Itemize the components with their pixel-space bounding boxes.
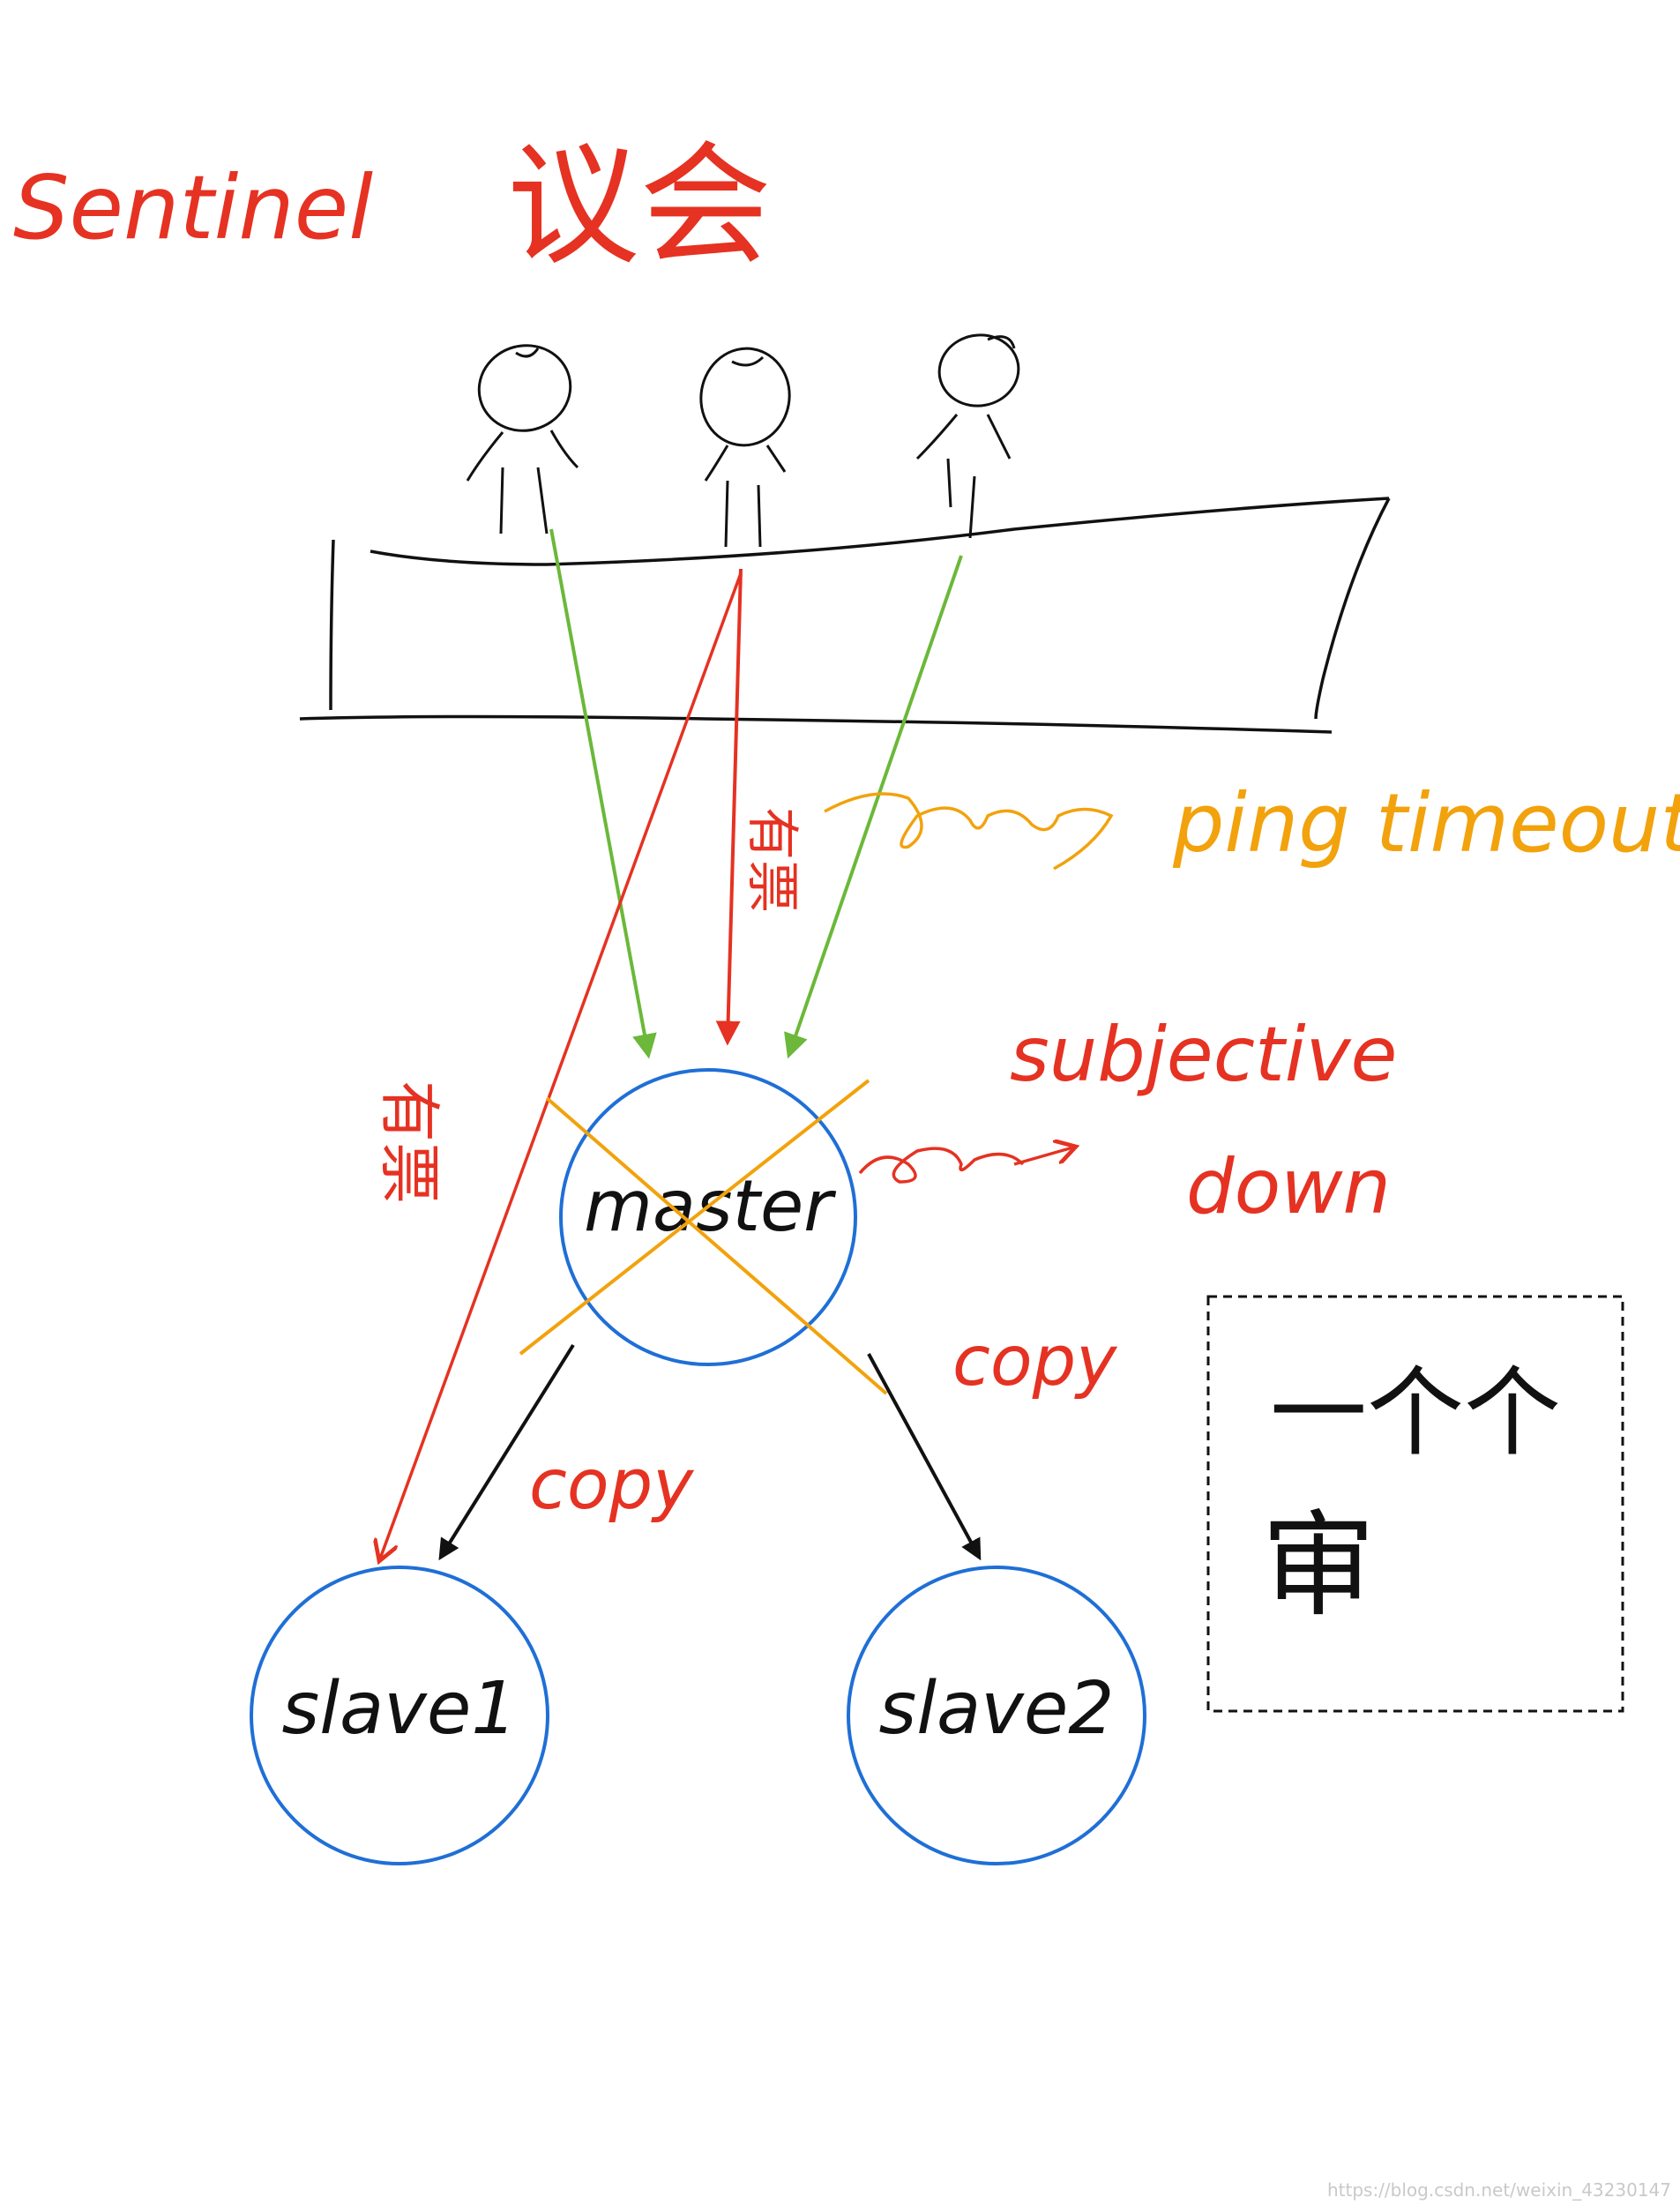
ping-timeout-squiggle [824,792,1114,871]
svg-text:有票: 有票 [373,1080,445,1204]
note-line-1: 一个个 [1270,1357,1561,1469]
master-cross-a [545,1096,888,1395]
vote-label-center: 有票 [741,807,803,913]
copy-label-right: copy [952,1322,1118,1401]
slave1-label: slave1 [282,1667,518,1751]
green-arrow-right [784,555,963,1059]
watermark: https://blog.csdn.net/weixin_43230147 [1327,2179,1671,2201]
note-line-2: 审 [1261,1499,1376,1633]
sentinel-figure-2 [699,347,791,548]
vote-label-left: 有票 [373,1080,445,1204]
council-title: 议会 [507,130,772,283]
red-arrow-to-slave1 [379,572,743,1561]
red-arrow-down [715,568,743,1046]
copy-label-left: copy [529,1446,695,1525]
copy-arrow-to-slave1 [438,1343,575,1561]
green-arrow-left [549,528,657,1059]
subjective-down-arrow [1013,1147,1076,1166]
note-box [1206,1295,1624,1713]
copy-arrow-to-slave2 [867,1353,982,1561]
slave1-node [250,1566,549,1865]
sentinel-figure-1 [466,344,579,534]
council-table [299,497,1391,734]
master-cross-b [519,1079,870,1356]
slave2-node [847,1566,1146,1865]
down-label: down [1186,1143,1391,1231]
sentinel-figure-3 [915,333,1020,539]
sentinel-title: Sentinel [13,156,373,259]
master-node [559,1068,857,1366]
slave2-label: slave2 [879,1667,1115,1751]
subjective-label: subjective [1010,1011,1397,1099]
ping-timeout-label: ping timeout [1172,776,1680,871]
svg-text:有票: 有票 [741,807,803,913]
subjective-down-squiggle [858,1147,1025,1184]
